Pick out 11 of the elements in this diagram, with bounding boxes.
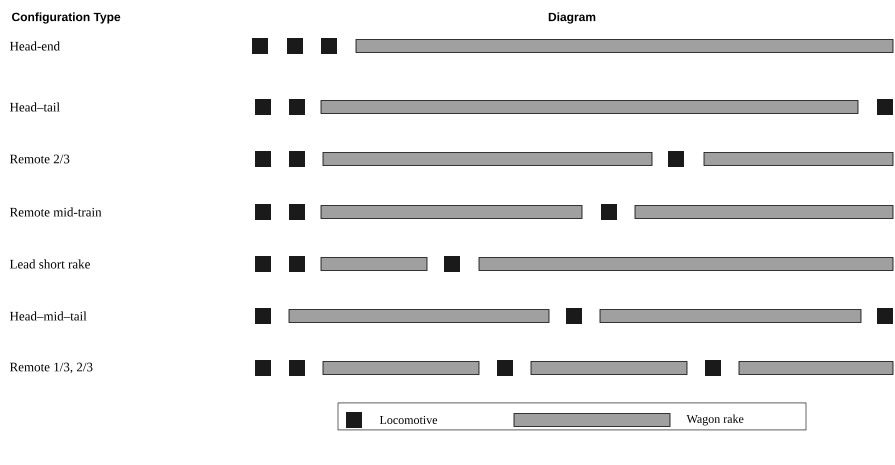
row-label: Head-end — [10, 41, 60, 51]
legend-label: Wagon rake — [686, 414, 744, 426]
row-label: Lead short rake — [10, 259, 90, 269]
legend-label: Locomotive — [380, 416, 438, 424]
row-label: Remote 2/3 — [10, 154, 70, 164]
row-label: Head–tail — [10, 102, 60, 112]
column-header: Diagram — [548, 12, 596, 24]
row-label: Remote mid-train — [10, 207, 102, 217]
column-header: Configuration Type — [12, 12, 120, 24]
row-label: Head–mid–tail — [10, 311, 87, 321]
row-label: Remote 1/3, 2/3 — [10, 362, 92, 374]
